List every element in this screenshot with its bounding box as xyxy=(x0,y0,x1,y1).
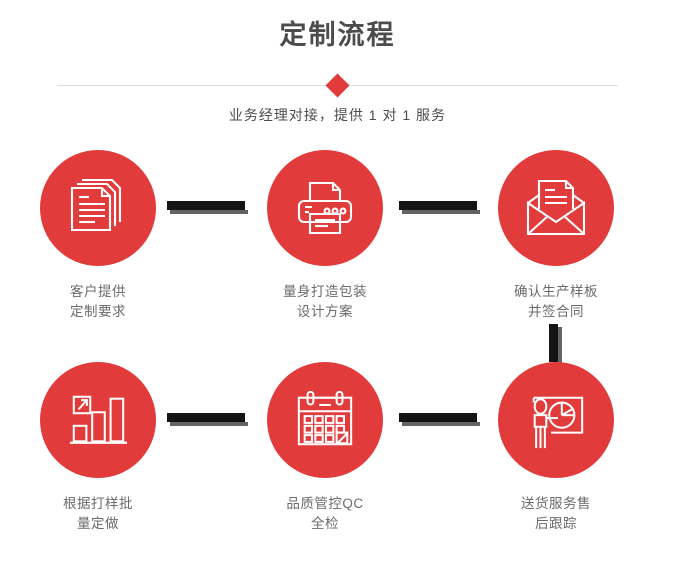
connector-step2-step3 xyxy=(399,201,480,214)
page-title: 定制流程 xyxy=(279,20,396,50)
flow-step-5[interactable]: 品质管控QC 全检 xyxy=(245,362,405,534)
open-envelope-letter-icon xyxy=(526,179,586,236)
flow-row-top: 客户提供 定制要求 xyxy=(0,150,675,365)
connector-shadow xyxy=(558,327,562,365)
flow-step-4-circle xyxy=(40,362,156,478)
flow-step-1[interactable]: 客户提供 定制要求 xyxy=(18,150,178,322)
flow-step-1-circle xyxy=(40,150,156,266)
flow-step-2-circle xyxy=(267,150,383,266)
connector-bar xyxy=(399,201,477,210)
connector-bar xyxy=(399,413,477,422)
connector-step4-step5 xyxy=(167,413,248,426)
documents-stack-icon xyxy=(70,178,122,232)
diamond-icon xyxy=(325,72,350,98)
calendar-icon xyxy=(297,390,353,446)
connector-bar xyxy=(167,413,245,422)
connector-shadow xyxy=(402,210,480,214)
connector-step1-step2 xyxy=(167,201,248,214)
header: 定制流程 业务经理对接，提供 1 对 1 服务 xyxy=(0,0,675,125)
flow-step-5-circle xyxy=(267,362,383,478)
title-divider xyxy=(0,69,675,103)
connector-step5-step6 xyxy=(399,413,480,426)
process-flow: 客户提供 定制要求 xyxy=(0,150,675,574)
flow-row-bottom: 根据打样批 量定做 xyxy=(0,362,675,574)
flow-step-6[interactable]: 送货服务售 后跟踪 xyxy=(476,362,636,534)
bar-chart-growth-icon xyxy=(69,395,128,444)
flow-step-2-label: 量身打造包装 设计方案 xyxy=(283,284,367,319)
connector-shadow xyxy=(170,210,248,214)
flow-step-5-label: 品质管控QC 全检 xyxy=(286,496,364,531)
flow-step-1-label: 客户提供 定制要求 xyxy=(70,284,126,319)
presenter-pie-chart-icon xyxy=(532,396,584,449)
connector-bar xyxy=(549,324,558,362)
flow-step-6-circle xyxy=(498,362,614,478)
flow-step-3-circle xyxy=(498,150,614,266)
flow-step-6-label: 送货服务售 后跟踪 xyxy=(521,496,591,531)
page-subtitle: 业务经理对接，提供 1 对 1 服务 xyxy=(228,107,447,123)
flow-step-2[interactable]: 量身打造包装 设计方案 xyxy=(245,150,405,322)
connector-shadow xyxy=(402,422,480,426)
flow-step-4[interactable]: 根据打样批 量定做 xyxy=(18,362,178,534)
flow-step-3[interactable]: 确认生产样板 并签合同 xyxy=(476,150,636,322)
flow-step-4-label: 根据打样批 量定做 xyxy=(63,496,133,531)
flow-step-3-label: 确认生产样板 并签合同 xyxy=(514,284,598,319)
printer-icon xyxy=(297,181,353,235)
connector-shadow xyxy=(170,422,248,426)
connector-step3-step6 xyxy=(549,324,562,365)
connector-bar xyxy=(167,201,245,210)
